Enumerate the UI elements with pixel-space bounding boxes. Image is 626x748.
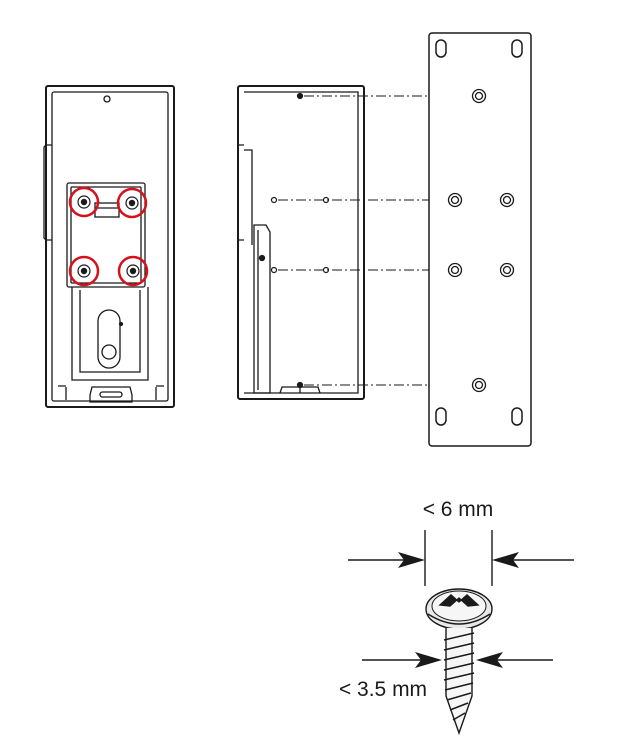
keyhole-bottom-right: [511, 407, 523, 426]
wall-mount-plate: [428, 32, 532, 447]
head-width-label: < 6 mm: [423, 498, 494, 521]
side-view-holes: [270, 92, 330, 389]
device-side-view: [237, 85, 365, 400]
screw-hole-bottom-right: [117, 255, 149, 287]
keyhole-bottom-left: [435, 407, 447, 426]
screw-hole-top-right: [116, 187, 148, 219]
highlighted-screws: [68, 186, 149, 287]
head-width-dimension: [348, 530, 574, 586]
shaft-width-dimension: [362, 652, 553, 668]
device-rear-view: [43, 85, 175, 408]
plate-holes: [447, 88, 515, 393]
shaft-width-label: < 3.5 mm: [339, 678, 427, 701]
keyhole-top-right: [511, 39, 523, 58]
keyhole-top-left: [435, 39, 447, 58]
screw-hole-bottom-left: [68, 255, 100, 287]
screw-icon: [425, 588, 493, 736]
screw-dimension-detail: < 6 mm < 3.5 mm: [339, 498, 574, 736]
screw-hole-top-left: [68, 186, 100, 218]
